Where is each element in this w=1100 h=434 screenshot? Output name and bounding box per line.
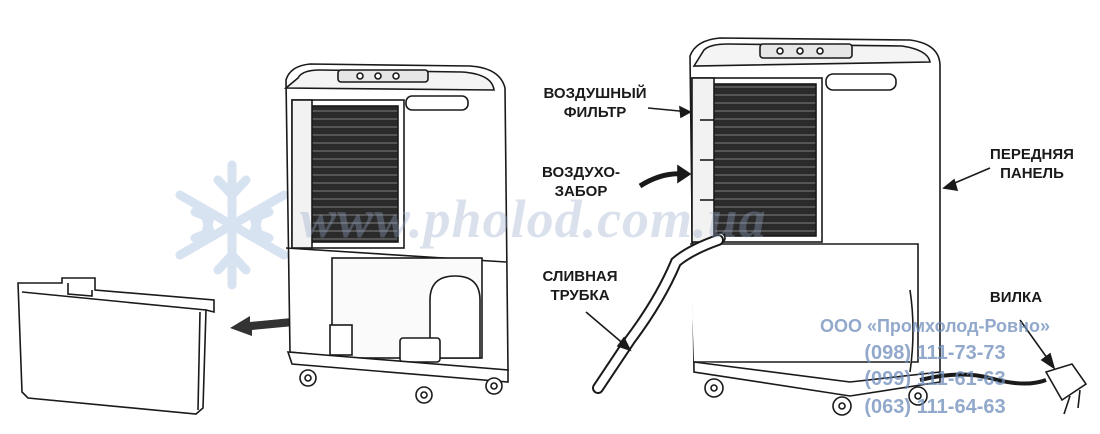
label-front-panel-line2: ПАНЕЛЬ [1000,165,1064,182]
label-front-panel: ПЕРЕДНЯЯ ПАНЕЛЬ [974,145,1090,183]
label-air-intake-line2: ЗАБОР [554,183,608,200]
callout-arrows [585,105,1056,370]
label-front-panel-line1: ПЕРЕДНЯЯ [990,146,1074,163]
power-cord [919,372,1047,386]
label-air-intake-line1: ВОЗДУХО- [541,164,620,181]
phone-watermark-1: (098) 111-73-73 [864,342,1006,364]
label-air-filter-line2: ФИЛЬТР [563,104,627,121]
label-air-intake: ВОЗДУХО- ЗАБОР [534,163,628,201]
label-drain-hose: СЛИВНАЯ ТРУБКА [528,267,632,305]
phone-watermark-3: (063) 111-64-63 [864,396,1006,418]
unit-left-wheels [299,369,503,404]
label-air-filter-line1: ВОЗДУШНЫЙ [543,85,647,102]
water-tank [17,277,215,415]
phone-watermark-2: (099) 111-61-63 [864,368,1006,390]
dehumidifier-unit-right [689,37,941,397]
site-watermark: www.pholod.com.ua [300,189,767,249]
company-watermark: ООО «Промхолод-Ровно» [819,316,1050,336]
snowflake-watermark-icon [175,160,289,290]
label-plug: ВИЛКА [989,289,1043,306]
plug-icon [1044,363,1088,415]
unit-right-wheels [704,378,928,416]
label-air-filter: ВОЗДУШНЫЙ ФИЛЬТР [536,84,654,122]
insert-arrow [230,316,294,336]
label-drain-hose-line1: СЛИВНАЯ [542,268,618,285]
dehumidifier-unit-left [283,63,509,383]
label-drain-hose-line2: ТРУБКА [550,287,610,304]
